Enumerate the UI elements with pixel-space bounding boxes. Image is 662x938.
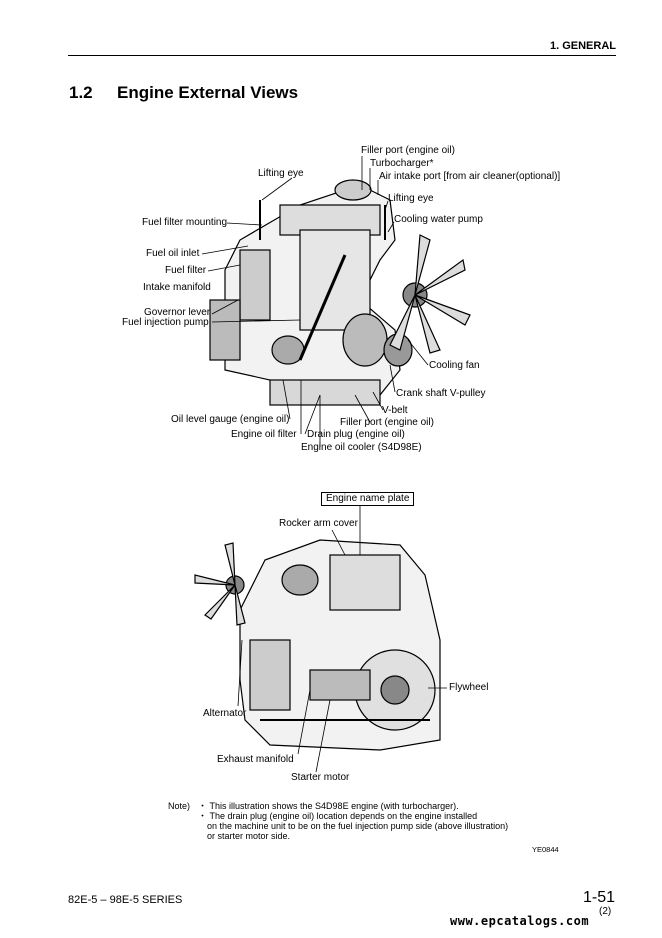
label-engine-oil-filter: Engine oil filter <box>231 429 297 440</box>
note-line-4: or starter motor side. <box>207 831 291 841</box>
footer-series: 82E-5 – 98E-5 SERIES <box>68 894 183 906</box>
label-fuel-oil-inlet: Fuel oil inlet <box>146 248 200 259</box>
label-flywheel: Flywheel <box>449 682 489 693</box>
label-oil-level-gauge: Oil level gauge (engine oil) <box>171 414 290 425</box>
label-alternator: Alternator <box>203 708 247 719</box>
label-lifting-eye-left: Lifting eye <box>258 168 304 179</box>
note-line-1: ・ This illustration shows the S4D98E eng… <box>198 801 459 811</box>
page-number: 1-51 <box>583 889 616 906</box>
label-crank-shaft-pulley: Crank shaft V-pulley <box>396 388 486 399</box>
note-line-2: ・ The drain plug (engine oil) location d… <box>198 811 478 821</box>
label-v-belt: V-belt <box>382 405 408 416</box>
label-cooling-water-pump: Cooling water pump <box>394 214 483 225</box>
label-governor-lever: Governor lever <box>144 307 211 318</box>
label-lifting-eye-right: Lifting eye <box>388 193 434 204</box>
label-turbocharger: Turbocharger* <box>370 158 434 169</box>
section-header: 1. GENERAL <box>549 40 616 52</box>
figure-code: YE0844 <box>532 845 559 854</box>
label-engine-oil-cooler: Engine oil cooler (S4D98E) <box>301 442 422 453</box>
page-title: Engine External Views <box>117 83 299 102</box>
label-intake-manifold: Intake manifold <box>143 282 211 293</box>
note-label: Note) <box>168 801 191 811</box>
label-filler-port-bottom: Filler port (engine oil) <box>340 417 434 428</box>
header-rule <box>68 55 616 56</box>
label-drain-plug: Drain plug (engine oil) <box>307 429 405 440</box>
label-fuel-injection-pump: Fuel injection pump <box>122 317 209 328</box>
label-exhaust-manifold: Exhaust manifold <box>217 754 294 765</box>
section-number: 1.2 <box>69 83 93 102</box>
label-engine-name-plate: Engine name plate <box>321 492 415 506</box>
page-revision: (2) <box>599 906 612 917</box>
note-line-3: on the machine unit to be on the fuel in… <box>207 821 509 831</box>
label-cooling-fan: Cooling fan <box>429 360 480 371</box>
label-starter-motor: Starter motor <box>291 772 350 783</box>
label-air-intake-port: Air intake port [from air cleaner(option… <box>379 171 561 182</box>
label-filler-port-top: Filler port (engine oil) <box>361 145 455 156</box>
label-rocker-arm-cover: Rocker arm cover <box>279 518 358 529</box>
label-fuel-filter: Fuel filter <box>165 265 207 276</box>
watermark-link[interactable]: www.epcatalogs.com <box>450 914 590 928</box>
label-fuel-filter-mounting: Fuel filter mounting <box>142 217 228 228</box>
